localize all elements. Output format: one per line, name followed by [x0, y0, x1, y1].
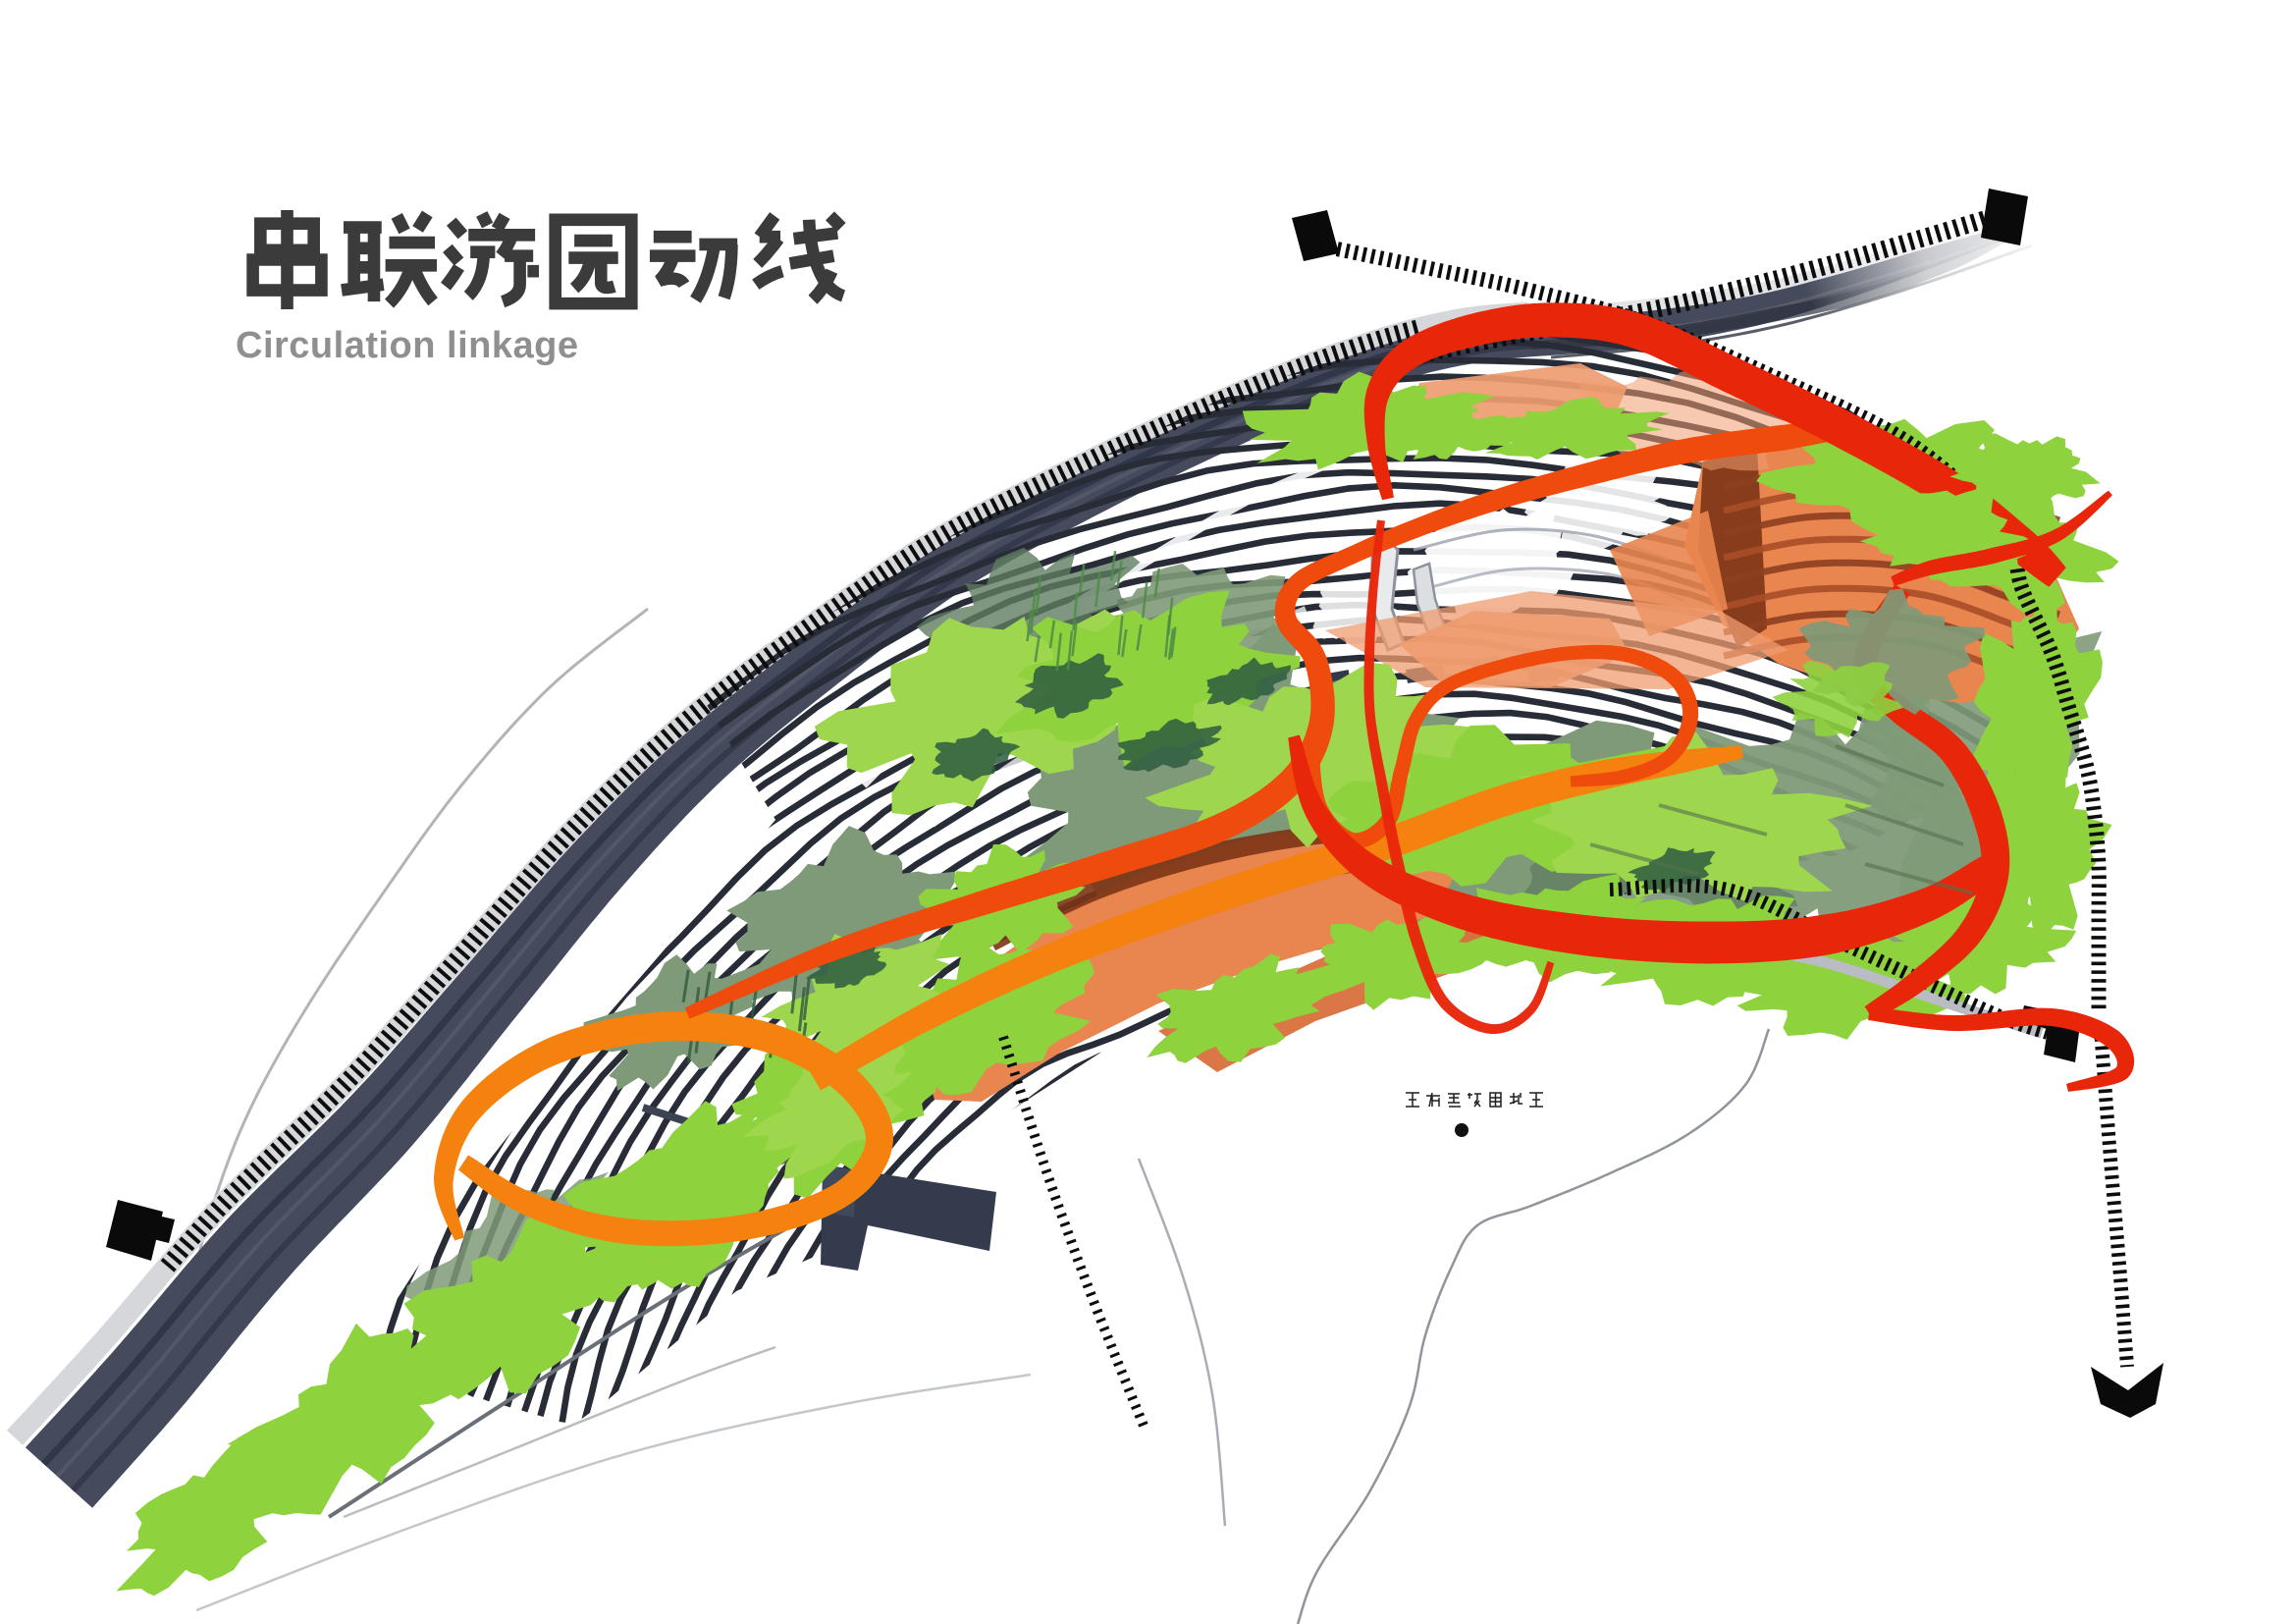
- svg-text:Circulation linkage: Circulation linkage: [236, 325, 578, 366]
